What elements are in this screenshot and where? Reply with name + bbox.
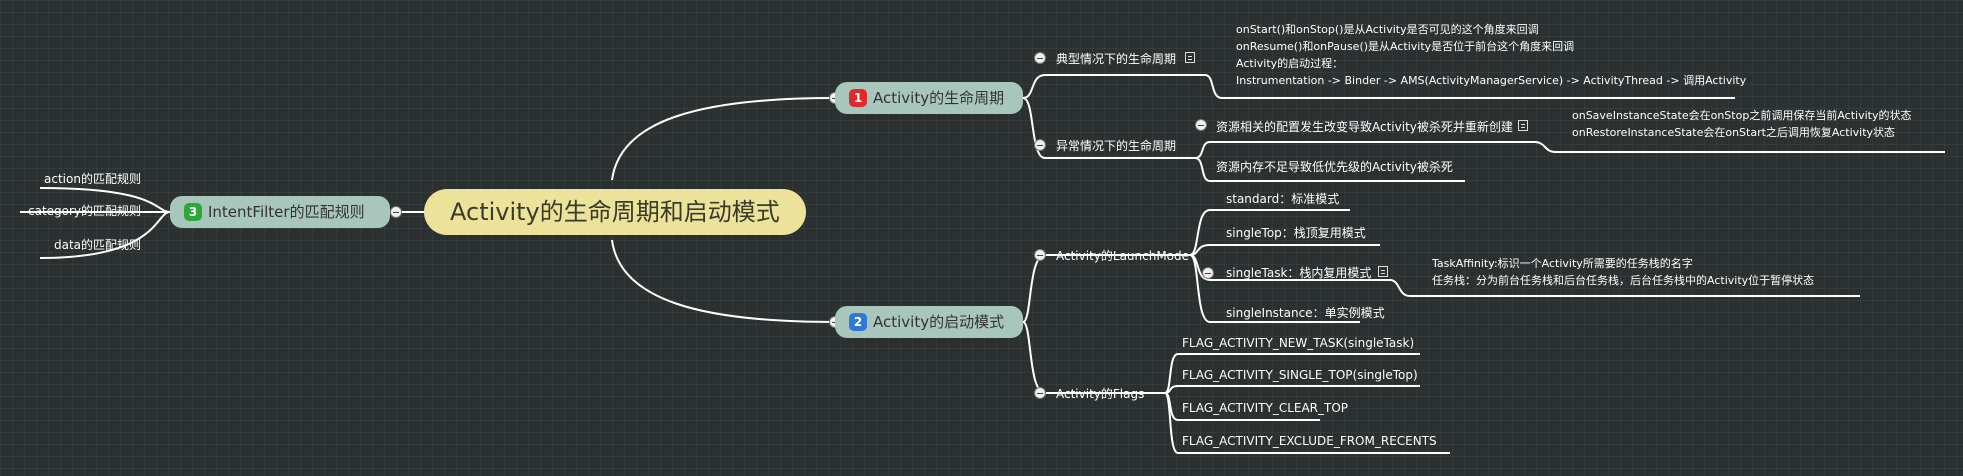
abnormal-collapse-icon[interactable] (1034, 139, 1046, 151)
branch3-label: IntentFilter的匹配规则 (208, 203, 365, 221)
single-task-mode-label: singleTask：栈内复用模式 (1226, 266, 1372, 280)
single-instance-mode-topic[interactable]: singleInstance：单实例模式 (1226, 304, 1385, 321)
config-change-collapse-icon[interactable] (1195, 119, 1207, 131)
intent-filter-rule-label: action的匹配规则 (44, 172, 141, 186)
standard-mode-topic[interactable]: standard：标准模式 (1226, 190, 1339, 207)
abnormal-lifecycle-label: 异常情况下的生命周期 (1056, 139, 1177, 153)
abnormal-lifecycle-topic[interactable]: 异常情况下的生命周期 (1056, 137, 1176, 154)
flag-item-label: FLAG_ACTIVITY_NEW_TASK(singleTask) (1182, 336, 1415, 350)
priority-2-icon: 2 (849, 312, 867, 331)
launch-mode-collapse-icon[interactable] (1034, 249, 1046, 261)
branch1-label: Activity的生命周期 (873, 89, 1005, 107)
flag-item-label: FLAG_ACTIVITY_EXCLUDE_FROM_RECENTS (1182, 434, 1437, 448)
typical-lifecycle-topic[interactable]: 典型情况下的生命周期 (1056, 50, 1176, 67)
branch3-topic[interactable]: 3 IntentFilter的匹配规则 (170, 196, 390, 228)
note-icon[interactable] (1518, 120, 1528, 131)
launch-mode-topic[interactable]: Activity的LaunchMode (1056, 247, 1189, 264)
flags-label: Activity的Flags (1056, 387, 1145, 401)
priority-1-icon: 1 (849, 88, 867, 107)
priority-3-icon: 3 (184, 202, 202, 221)
flags-collapse-icon[interactable] (1034, 387, 1046, 399)
low-memory-label: 资源内存不足导致低优先级的Activity被杀死 (1216, 160, 1453, 174)
flag-item-label: FLAG_ACTIVITY_SINGLE_TOP(singleTop) (1182, 368, 1418, 382)
typical-lifecycle-note: onStart()和onStop()是从Activity是否可见的这个角度来回调… (1236, 21, 1746, 89)
note-line: onRestoreInstanceState会在onStart之后调用恢复Act… (1572, 126, 1896, 139)
intent-filter-rule[interactable]: action的匹配规则 (44, 170, 141, 187)
note-line: Activity的启动过程： (1236, 57, 1344, 70)
note-line: onSaveInstanceState会在onStop之前调用保存当前Activ… (1572, 109, 1912, 122)
flag-item[interactable]: FLAG_ACTIVITY_EXCLUDE_FROM_RECENTS (1182, 434, 1437, 448)
flag-item[interactable]: FLAG_ACTIVITY_NEW_TASK(singleTask) (1182, 336, 1414, 350)
note-line: onStart()和onStop()是从Activity是否可见的这个角度来回调 (1236, 23, 1539, 36)
low-memory-topic[interactable]: 资源内存不足导致低优先级的Activity被杀死 (1216, 158, 1453, 175)
branch2-label: Activity的启动模式 (873, 313, 1005, 331)
single-task-mode-topic[interactable]: singleTask：栈内复用模式 (1226, 264, 1371, 281)
note-line: Instrumentation -> Binder -> AMS(Activit… (1236, 74, 1747, 87)
launch-mode-label: Activity的LaunchMode (1056, 249, 1190, 263)
config-change-label: 资源相关的配置发生改变导致Activity被杀死并重新创建 (1216, 120, 1513, 134)
root-topic[interactable]: Activity的生命周期和启动模式 (424, 189, 806, 235)
note-line: TaskAffinity:标识一个Activity所需要的任务栈的名字 (1432, 257, 1693, 270)
flag-item[interactable]: FLAG_ACTIVITY_SINGLE_TOP(singleTop) (1182, 368, 1418, 382)
typical-collapse-icon[interactable] (1034, 52, 1046, 64)
note-icon[interactable] (1378, 266, 1388, 277)
flag-item-label: FLAG_ACTIVITY_CLEAR_TOP (1182, 401, 1349, 415)
intent-filter-rule-label: category的匹配规则 (28, 204, 142, 218)
note-line: onResume()和onPause()是从Activity是否位于前台这个角度… (1236, 40, 1575, 53)
branch1-topic[interactable]: 1 Activity的生命周期 (835, 82, 1023, 114)
branch2-topic[interactable]: 2 Activity的启动模式 (835, 306, 1023, 338)
intent-filter-rule-label: data的匹配规则 (54, 238, 142, 252)
intent-filter-rule[interactable]: category的匹配规则 (28, 202, 141, 219)
standard-mode-label: standard：标准模式 (1226, 192, 1340, 206)
config-change-topic[interactable]: 资源相关的配置发生改变导致Activity被杀死并重新创建 (1216, 118, 1513, 135)
single-top-mode-topic[interactable]: singleTop：栈顶复用模式 (1226, 224, 1366, 241)
config-change-note: onSaveInstanceState会在onStop之前调用保存当前Activ… (1572, 107, 1911, 141)
note-line: 任务栈：分为前台任务栈和后台任务栈，后台任务栈中的Activity位于暂停状态 (1432, 274, 1815, 287)
intent-filter-rule[interactable]: data的匹配规则 (54, 236, 141, 253)
flags-topic[interactable]: Activity的Flags (1056, 385, 1144, 402)
root-topic-label: Activity的生命周期和启动模式 (450, 198, 780, 226)
single-instance-mode-label: singleInstance：单实例模式 (1226, 306, 1385, 320)
single-task-note: TaskAffinity:标识一个Activity所需要的任务栈的名字 任务栈：… (1432, 255, 1814, 289)
single-task-collapse-icon[interactable] (1202, 267, 1214, 279)
branch3-collapse-icon[interactable] (390, 206, 402, 218)
note-icon[interactable] (1185, 52, 1195, 63)
single-top-mode-label: singleTop：栈顶复用模式 (1226, 226, 1366, 240)
flag-item[interactable]: FLAG_ACTIVITY_CLEAR_TOP (1182, 401, 1348, 415)
typical-lifecycle-label: 典型情况下的生命周期 (1056, 52, 1177, 66)
